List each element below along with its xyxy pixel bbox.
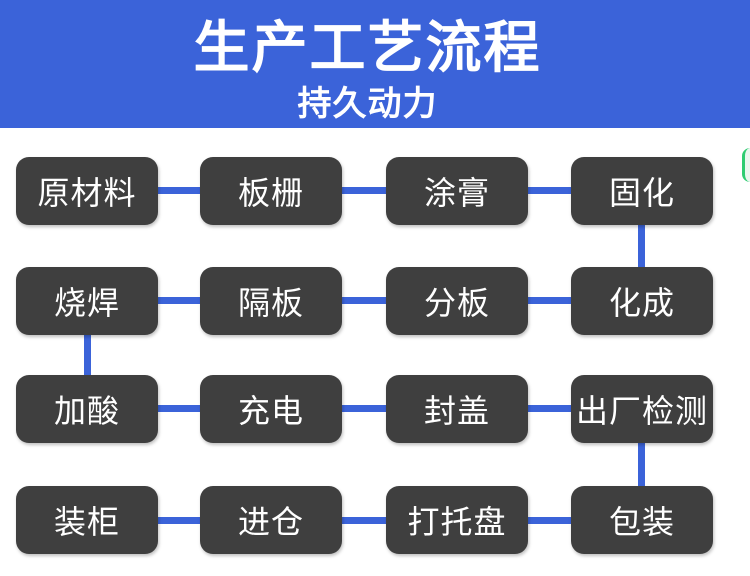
connector-16-15 bbox=[158, 517, 204, 524]
connector-2-3 bbox=[342, 187, 388, 194]
step-container-loading: 装柜 bbox=[16, 486, 158, 554]
step-packaging: 包装 bbox=[571, 486, 713, 554]
step-warehousing: 进仓 bbox=[200, 486, 342, 554]
step-palletizing: 打托盘 bbox=[386, 486, 528, 554]
connector-7-6 bbox=[342, 297, 388, 304]
page-subtitle: 持久动力 bbox=[297, 84, 438, 124]
connector-9-10 bbox=[158, 405, 204, 412]
connector-14-13 bbox=[528, 517, 574, 524]
step-plate-cutting: 分板 bbox=[386, 267, 528, 335]
step-factory-inspection: 出厂检测 bbox=[571, 375, 713, 443]
step-separator: 隔板 bbox=[200, 267, 342, 335]
connector-1-2 bbox=[158, 187, 204, 194]
connector-10-11 bbox=[342, 405, 388, 412]
connector-15-14 bbox=[342, 517, 388, 524]
step-welding: 烧焊 bbox=[16, 267, 158, 335]
step-raw-materials: 原材料 bbox=[16, 157, 158, 225]
step-grid: 板栅 bbox=[200, 157, 342, 225]
edge-widget-icon bbox=[742, 148, 750, 182]
connector-8-9 bbox=[84, 332, 91, 382]
step-curing: 固化 bbox=[571, 157, 713, 225]
step-pasting: 涂膏 bbox=[386, 157, 528, 225]
step-formation: 化成 bbox=[571, 267, 713, 335]
connector-3-4 bbox=[528, 187, 574, 194]
connector-12-13 bbox=[638, 440, 645, 490]
step-acid-filling: 加酸 bbox=[16, 375, 158, 443]
step-sealing: 封盖 bbox=[386, 375, 528, 443]
step-charging: 充电 bbox=[200, 375, 342, 443]
connector-8-7 bbox=[158, 297, 204, 304]
connector-6-5 bbox=[528, 297, 574, 304]
page-title: 生产工艺流程 bbox=[193, 16, 542, 81]
title-banner: 生产工艺流程 持久动力 bbox=[0, 0, 750, 128]
connector-4-5 bbox=[638, 222, 645, 272]
connector-11-12 bbox=[528, 405, 574, 412]
